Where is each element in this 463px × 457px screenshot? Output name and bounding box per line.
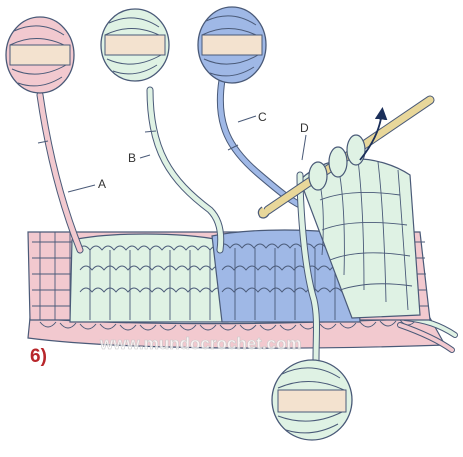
strand-label-c: C bbox=[258, 110, 267, 124]
watermark: www.mundocrochet.com bbox=[99, 334, 302, 353]
label-d-group: D bbox=[300, 121, 309, 160]
strand-label-b: B bbox=[128, 151, 136, 165]
step-number: 6) bbox=[30, 346, 47, 367]
label-c-group: C bbox=[238, 110, 267, 124]
strand-label-a: A bbox=[98, 177, 106, 191]
strand-label-d: D bbox=[300, 121, 309, 135]
yarn-ball-mint bbox=[101, 9, 169, 81]
strand-a-yarn bbox=[38, 95, 80, 250]
strand-c-yarn bbox=[220, 80, 300, 205]
label-a-group: A bbox=[68, 177, 106, 192]
mint-stitch-block bbox=[70, 234, 228, 322]
yarn-ball-blue bbox=[198, 7, 266, 83]
yarn-ball-mint-bottom bbox=[272, 360, 352, 440]
label-b-group: B bbox=[128, 151, 150, 165]
yarn-ball-pink bbox=[6, 17, 74, 93]
strand-b-yarn bbox=[145, 90, 221, 250]
